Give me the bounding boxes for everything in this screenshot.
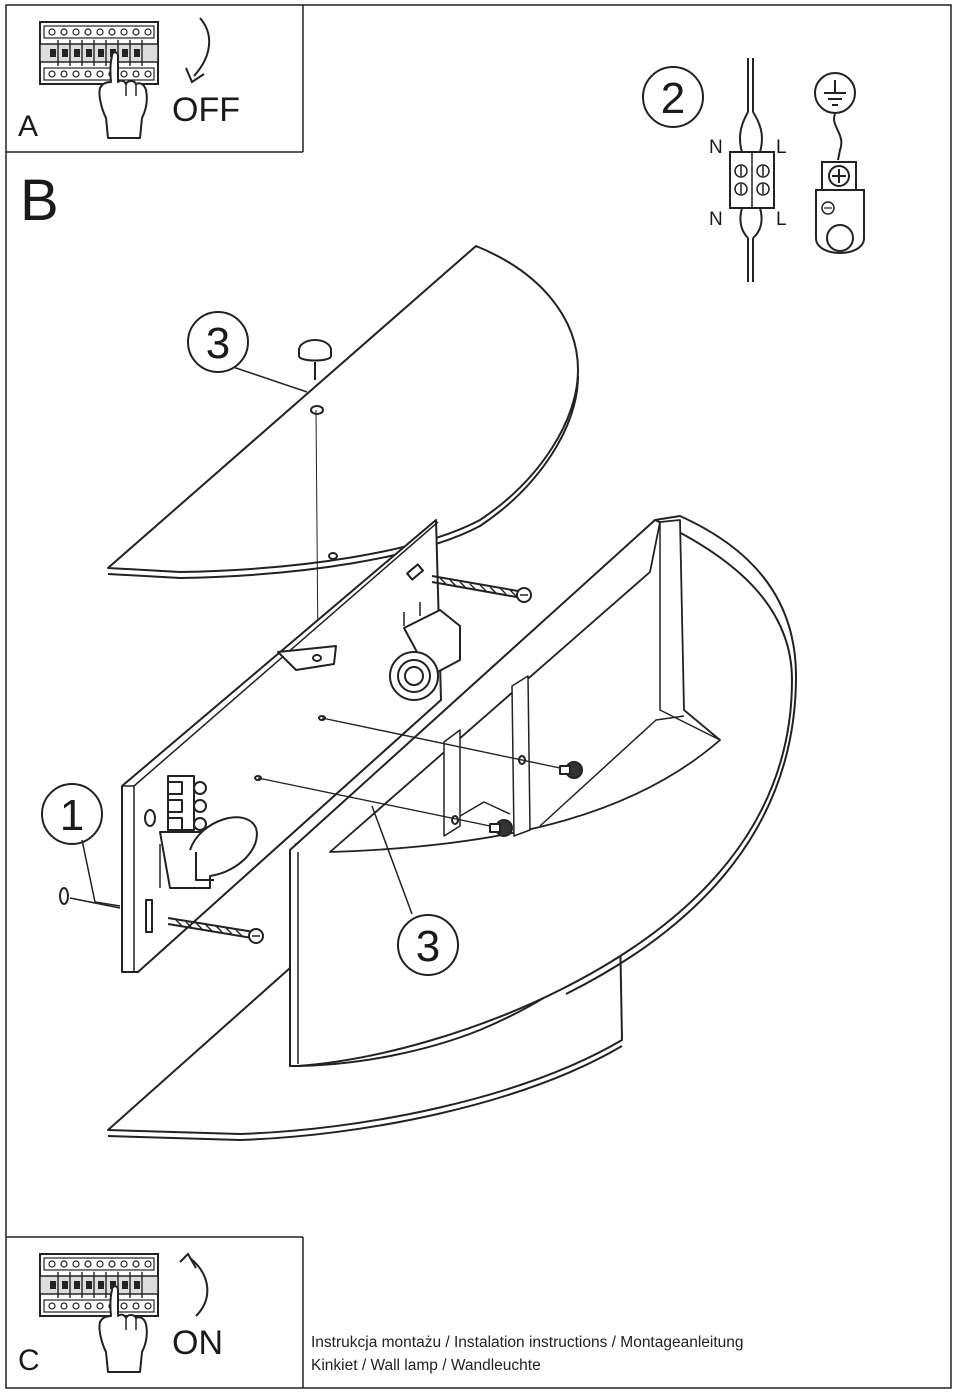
callout-3-front-number: 3 xyxy=(416,922,440,971)
callout-2-number: 2 xyxy=(661,74,685,123)
wall-plug-icon xyxy=(59,887,69,905)
live-out-label: L xyxy=(776,209,787,230)
callout-2 xyxy=(642,66,704,128)
callout-3-top: 3 xyxy=(187,311,249,373)
panel-letter-c: C xyxy=(18,1344,40,1377)
sheet-border xyxy=(5,4,952,1389)
callout-1-number: 1 xyxy=(60,791,84,840)
neutral-in-label: N xyxy=(709,137,723,158)
top-cover xyxy=(107,245,579,573)
connector-block-icon xyxy=(159,775,258,889)
lampholder-icon xyxy=(389,602,461,701)
footer-subtitle: Kinkiet / Wall lamp / Wandleuchte xyxy=(311,1357,541,1374)
knurled-nut-icon xyxy=(489,761,583,837)
footer-title: Instrukcja montażu / Instalation instruc… xyxy=(311,1334,744,1351)
live-in-label: L xyxy=(776,137,787,158)
neutral-out-label: N xyxy=(709,209,723,230)
screw-upper-icon xyxy=(431,575,532,603)
arrow-up-icon xyxy=(189,1257,209,1317)
fuse-box-icon xyxy=(39,1253,159,1317)
wall-lamp-exploded-view xyxy=(59,245,797,1141)
fuse-box-icon xyxy=(39,21,159,85)
off-label: OFF xyxy=(172,91,240,129)
callout-1: 1 xyxy=(41,783,121,907)
callout-3-top-number: 3 xyxy=(206,319,230,368)
panel-letter-b: B xyxy=(20,168,59,233)
on-label: ON xyxy=(172,1324,223,1362)
screw-lower-icon xyxy=(167,917,264,944)
wiring-detail: 2 N L N L xyxy=(642,58,865,282)
panel-letter-a: A xyxy=(18,110,38,143)
callout-3-front: 3 xyxy=(397,914,459,976)
step-c-panel: C ON xyxy=(18,1252,223,1377)
step-a-panel: A OFF xyxy=(18,17,240,143)
arrow-down-icon xyxy=(193,17,211,77)
